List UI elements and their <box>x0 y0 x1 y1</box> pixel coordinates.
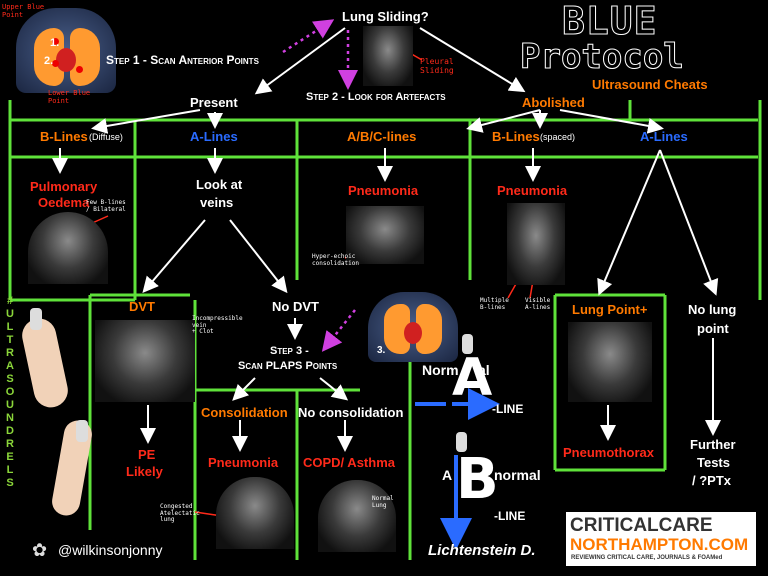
abnormal-suffix: normal <box>494 467 541 483</box>
pneumonia-ultrasound-2 <box>507 203 565 285</box>
normal-prefix: Norm <box>422 362 459 378</box>
lung-sliding-question: Lung Sliding? <box>342 9 429 24</box>
pneumonia-ultrasound-1 <box>346 206 424 264</box>
step2-label: Step 2 - Look for Artefacts <box>306 91 446 103</box>
hashtag-vertical: #ULTRASOUNDRELS <box>5 295 15 489</box>
normal-lung-note: Normal Lung <box>372 495 394 509</box>
lichtenstein-credit: Lichtenstein D. <box>428 542 536 559</box>
logo-tagline: REVIEWING CRITICAL CARE, JOURNALS & FOAM… <box>571 555 723 561</box>
pleural-sliding-ultrasound <box>363 26 413 86</box>
a-lines-left-label: A-Lines <box>190 129 238 144</box>
point-3-label: 3. <box>377 345 386 356</box>
green-grid <box>8 100 762 560</box>
pneumonia-label-3: Pneumonia <box>208 455 279 470</box>
title-line2: Protocol <box>520 37 685 77</box>
point-2-label: 2. <box>44 55 54 67</box>
b-lines-spaced-label: B-Lines <box>492 129 540 144</box>
b-lines-bilateral-note: Few B-lines / Bilateral <box>86 199 126 213</box>
further-tests-line3: / ?PTx <box>692 473 732 488</box>
upper-blue-point-label: Upper Blue Point <box>2 3 45 19</box>
normal-suffix: al <box>478 362 490 378</box>
probe-icon-1 <box>30 308 42 330</box>
copd-asthma-label: COPD/ Asthma <box>303 455 395 470</box>
lower-blue-point-label: Lower Blue Point <box>48 89 91 105</box>
dvt-label: DVT <box>129 299 155 314</box>
logo-line2: NORTHAMPTON.COM <box>570 535 749 554</box>
pneumonia-label-2: Pneumonia <box>497 183 568 198</box>
point-lower <box>52 60 59 67</box>
title-sub: Ultrasound Cheats <box>592 77 708 92</box>
big-a-letter: A <box>452 348 493 408</box>
diffuse-qualifier: (Diffuse) <box>89 132 123 142</box>
lung-point-label: Lung Point+ <box>572 302 648 317</box>
pulmonary-oedema-line2: Oedema <box>38 195 90 210</box>
probe-icon-3 <box>462 334 473 354</box>
twitter-icon: ✿ <box>32 540 48 560</box>
step3-line2: Scan PLAPS Points <box>238 360 338 372</box>
visible-a-lines-note: Visible A-lines <box>525 297 551 311</box>
incompressible-note: Incompressible vein + Clot <box>192 315 243 336</box>
big-b-letter: B <box>456 447 499 512</box>
a-line-label: -LINE <box>492 402 524 416</box>
title-line1: BLUE <box>562 0 658 43</box>
logo-line1: CRITICALCARE <box>570 515 713 536</box>
pleural-sliding-label: Pleural Sliding <box>420 57 454 75</box>
no-lung-point-line2: point <box>697 321 729 336</box>
lung-point-ultrasound <box>568 322 652 402</box>
heart <box>56 48 76 72</box>
no-lung-point-line1: No lung <box>688 302 737 317</box>
look-at-veins-line1: Look at <box>196 177 243 192</box>
pe-label-line1: PE <box>138 447 156 462</box>
further-tests-line1: Further <box>690 437 736 452</box>
b-line-label: -LINE <box>494 509 526 523</box>
probe-icon-4 <box>456 432 467 452</box>
step3-line1: Step 3 - <box>270 345 309 357</box>
torso-diagram-1 <box>16 8 116 93</box>
probe-icon-2 <box>76 420 88 442</box>
further-tests-line2: Tests <box>697 455 730 470</box>
consolidation-label: Consolidation <box>201 405 288 420</box>
pneumonia-ultrasound-3 <box>216 477 294 549</box>
multiple-b-lines-note: Multiple B-lines <box>480 297 509 311</box>
no-dvt-label: No DVT <box>272 299 319 314</box>
abc-lines-label: A/B/C-lines <box>347 129 417 144</box>
heart-2 <box>404 322 422 344</box>
a-lines-right-label: A-Lines <box>640 129 688 144</box>
pulmonary-oedema-line1: Pulmonary <box>30 179 98 194</box>
criticalcare-logo[interactable]: CRITICALCARE NORTHAMPTON.COM REVIEWING C… <box>566 512 756 566</box>
no-consolidation-label: No consolidation <box>298 405 404 420</box>
pneumothorax-label: Pneumothorax <box>563 445 655 460</box>
twitter-handle[interactable]: @wilkinsonjonny <box>58 542 163 558</box>
point-3 <box>76 66 83 73</box>
step1-label: Step 1 - Scan Anterior Points <box>106 53 259 67</box>
abnormal-prefix: A <box>442 467 453 483</box>
congested-note: Congested Atelectatic lung <box>160 503 200 524</box>
b-lines-diffuse-label: B-Lines <box>40 129 88 144</box>
present-label: Present <box>190 95 238 110</box>
spaced-qualifier: (spaced) <box>540 132 576 142</box>
point-upper <box>52 38 59 45</box>
hyperechoic-note: Hyper-echoic consolidation <box>312 253 359 267</box>
pulmonary-oedema-ultrasound <box>28 212 108 284</box>
pneumonia-label-1: Pneumonia <box>348 183 419 198</box>
pe-label-line2: Likely <box>126 464 163 479</box>
look-at-veins-line2: veins <box>200 195 234 210</box>
torso-diagram-2 <box>368 292 458 362</box>
dvt-ultrasound <box>95 320 195 402</box>
point-1-label: 1. <box>50 37 60 49</box>
abolished-label: Abolished <box>522 95 585 110</box>
copd-ultrasound <box>318 480 396 552</box>
